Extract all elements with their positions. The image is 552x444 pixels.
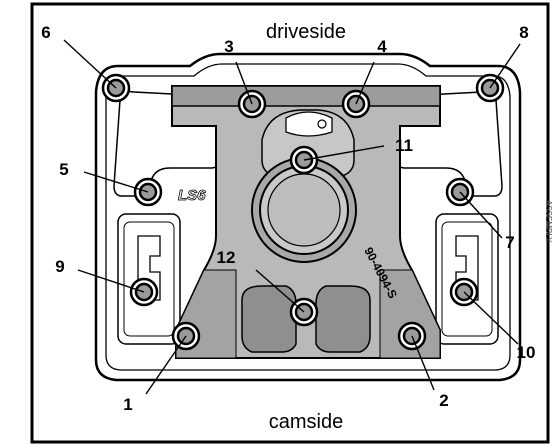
leader-line-4 [355,61,375,105]
lower-left-lobe [241,285,297,353]
leader-line-12 [255,269,305,313]
bolt-number-5: 5 [59,160,68,179]
small-hole [317,119,327,129]
leader-line-6 [63,39,117,89]
bolt-number-4: 4 [377,37,387,56]
bolt-number-11: 11 [395,136,413,155]
leader-line-2 [411,335,435,391]
bolt-number-6: 6 [41,23,50,42]
bolt-number-10: 10 [517,343,536,362]
right-pocket-inner [441,221,493,337]
camside-label: camside [269,411,343,433]
bolt-number-7: 7 [505,233,514,252]
driveside-label: driveside [266,21,346,43]
bolt-number-1: 1 [123,395,132,414]
bolt-number-3: 3 [224,37,233,56]
figure-border [30,2,550,444]
bolt-hole-9 [129,277,159,307]
upper-window [285,111,333,137]
leader-line-11 [303,145,385,161]
lower-right-lobe [315,285,371,353]
bolt-number-9: 9 [55,257,64,276]
bolt-number-2: 2 [439,391,448,410]
leader-line-1 [145,335,187,395]
bolt-number-12: 12 [217,248,236,267]
flange-inner-outline [105,63,511,371]
leader-line-10 [463,291,519,345]
side-note: ASSEMBLY [544,200,552,243]
leader-line-7 [459,191,503,239]
top-bar [171,85,441,107]
right-slot [455,235,479,301]
center-bore-inner [267,173,341,247]
leader-line-3 [235,61,253,105]
leader-line-8 [489,43,521,89]
leader-line-9 [77,269,145,293]
bolt-number-8: 8 [519,23,528,42]
leader-line-5 [83,171,149,193]
logo-mark: LS6 [178,187,206,204]
left-pocket-inner [123,221,175,337]
